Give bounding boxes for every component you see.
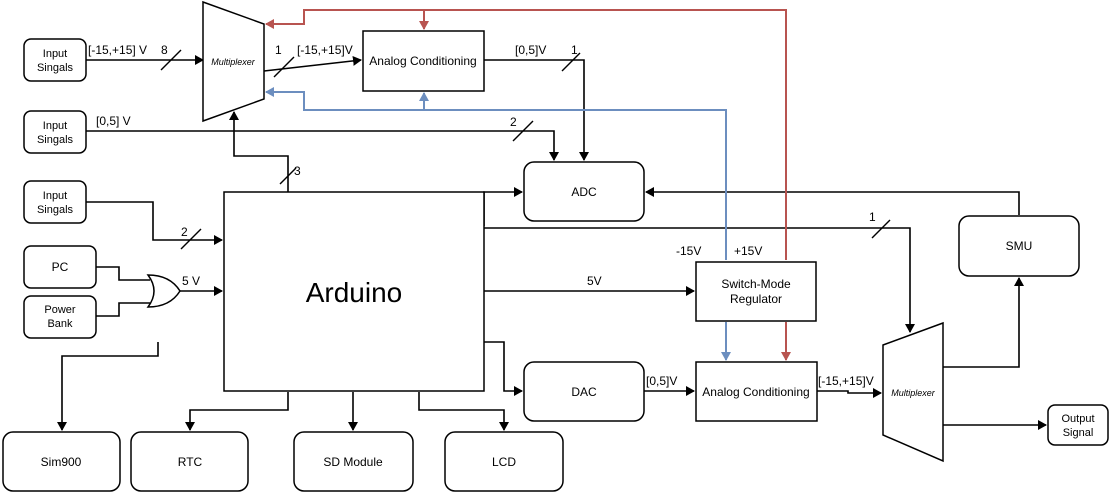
- dac-node[interactable]: DAC: [523, 361, 645, 422]
- edge-in3-to-arduino: [86, 201, 223, 245]
- label-dac-range: [0,5]V: [646, 374, 677, 388]
- power-bank-node[interactable]: Power Bank: [23, 295, 97, 339]
- svg-text:Input: Input: [43, 120, 67, 132]
- label-pwm-bus: 1: [869, 210, 876, 224]
- label-cond-out-bus: 1: [571, 43, 578, 57]
- rail-neg15-to-mux: [265, 87, 727, 260]
- svg-text:Signal: Signal: [1063, 427, 1094, 439]
- arduino-node[interactable]: Arduino: [223, 191, 485, 392]
- svg-text:Singals: Singals: [37, 134, 74, 146]
- bus-slash: [160, 49, 182, 71]
- svg-text:SMU: SMU: [1006, 239, 1033, 253]
- label-cond-out-range: [0,5]V: [515, 43, 546, 57]
- bus-slash: [273, 56, 295, 78]
- svg-text:Input: Input: [43, 48, 67, 60]
- svg-text:Input: Input: [43, 190, 67, 202]
- label-power-5v: 5 V: [182, 274, 200, 288]
- svg-text:Analog Conditioning: Analog Conditioning: [702, 385, 809, 399]
- multiplexer-top-node[interactable]: Multiplexer: [202, 0, 265, 123]
- svg-text:Output: Output: [1061, 413, 1094, 425]
- svg-text:RTC: RTC: [178, 455, 203, 469]
- svg-text:Regulator: Regulator: [730, 292, 782, 306]
- svg-text:Switch-Mode: Switch-Mode: [721, 277, 791, 291]
- label-cond2-range: [-15,+15]V: [818, 374, 874, 388]
- sd-module-node[interactable]: SD Module: [293, 431, 414, 492]
- label-in3-bus: 2: [181, 225, 188, 239]
- svg-text:DAC: DAC: [571, 385, 597, 399]
- bus-slash: [180, 228, 202, 250]
- label-in2-bus: 2: [510, 115, 517, 129]
- label-mux-out-range: [-15,+15]V: [297, 43, 353, 57]
- bus-slash: [561, 52, 581, 72]
- multiplexer-right-node[interactable]: Multiplexer: [882, 321, 944, 463]
- switch-mode-regulator-node[interactable]: Switch-Mode Regulator: [695, 261, 817, 322]
- adc-node[interactable]: ADC: [523, 161, 645, 222]
- label-smps-5v: 5V: [587, 274, 602, 288]
- svg-text:Singals: Singals: [37, 62, 74, 74]
- analog-conditioning-bottom-node[interactable]: Analog Conditioning: [695, 361, 818, 422]
- edge-arduino-to-rtc: [185, 392, 289, 431]
- edge-pc-to-or: [96, 266, 150, 281]
- svg-text:LCD: LCD: [492, 455, 516, 469]
- edge-mux2-to-smu: [943, 277, 1024, 368]
- edge-arduino-to-sim900: [57, 342, 159, 431]
- svg-text:Bank: Bank: [47, 318, 73, 330]
- svg-text:SD Module: SD Module: [323, 455, 383, 469]
- svg-text:Analog Conditioning: Analog Conditioning: [369, 54, 476, 68]
- svg-text:ADC: ADC: [571, 185, 597, 199]
- edge-powerbank-to-or: [96, 302, 150, 317]
- label-mux-out-bus: 1: [275, 43, 282, 57]
- rail-pos15-to-mux: [265, 9, 787, 260]
- bus-slash: [871, 219, 891, 239]
- label-in2-range: [0,5] V: [96, 114, 131, 128]
- rtc-node[interactable]: RTC: [130, 431, 249, 492]
- svg-text:Power: Power: [44, 304, 76, 316]
- svg-text:Multiplexer: Multiplexer: [211, 57, 256, 67]
- svg-text:Singals: Singals: [37, 204, 74, 216]
- edge-cond-to-adc: [484, 59, 589, 161]
- edge-cond2-to-mux2: [817, 388, 882, 398]
- svg-text:Sim900: Sim900: [41, 455, 82, 469]
- edge-arduino-to-mux2-select: [484, 227, 915, 333]
- edge-smu-to-adc: [645, 187, 1020, 215]
- lcd-node[interactable]: LCD: [444, 431, 564, 492]
- bus-slash: [512, 120, 534, 142]
- input-signals-3-node[interactable]: Input Singals: [23, 180, 87, 224]
- pc-node[interactable]: PC: [23, 245, 97, 289]
- label-pos15: +15V: [734, 244, 762, 258]
- edge-arduino-to-lcd: [418, 392, 509, 431]
- bus-slash: [279, 167, 297, 185]
- edge-arduino-to-mux-select: [229, 111, 289, 193]
- output-signal-node[interactable]: Output Signal: [1047, 404, 1109, 446]
- label-select-bus: 3: [294, 164, 301, 178]
- label-neg15: -15V: [676, 244, 701, 258]
- edge-in2-to-adc: [86, 130, 559, 161]
- svg-text:Multiplexer: Multiplexer: [891, 388, 936, 398]
- edge-arduino-to-dac: [484, 341, 523, 396]
- label-in1-range: [-15,+15] V: [88, 43, 147, 57]
- smu-node[interactable]: SMU: [958, 215, 1080, 277]
- label-in1-bus: 8: [161, 43, 168, 57]
- input-signals-2-node[interactable]: Input Singals: [23, 110, 87, 154]
- svg-text:PC: PC: [52, 260, 69, 274]
- input-signals-1-node[interactable]: Input Singals: [23, 38, 87, 82]
- sim900-node[interactable]: Sim900: [2, 431, 121, 492]
- analog-conditioning-top-node[interactable]: Analog Conditioning: [362, 30, 485, 92]
- svg-text:Arduino: Arduino: [306, 277, 403, 308]
- edge-arduino-to-adc: [483, 187, 523, 226]
- edge-mux-to-cond: [263, 55, 362, 72]
- or-gate-icon: [146, 274, 181, 308]
